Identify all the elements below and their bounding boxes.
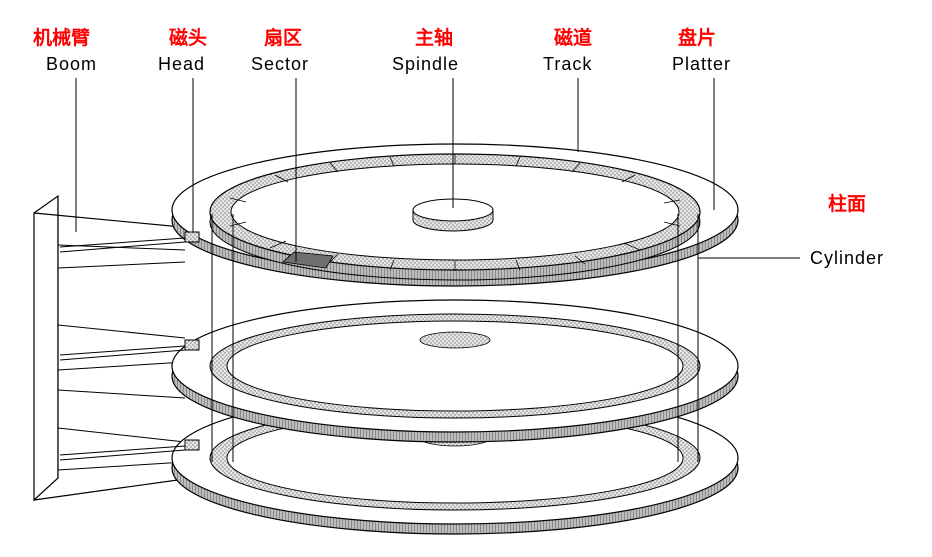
boom-cn-label: 机械臂 [33,26,90,49]
head-en-label: Head [158,54,205,74]
leader-lines [75,78,800,262]
head-assembly [59,231,200,461]
track-cn-label: 磁道 [554,26,592,49]
spindle-cn-label: 主轴 [415,26,453,49]
spindle-hub [412,198,494,232]
spindle-en-label: Spindle [392,54,459,74]
cylinder-lines [211,214,699,462]
sector-dividers [229,154,681,271]
sector-en-label: Sector [251,54,309,74]
platter-en-label: Platter [672,54,731,74]
sector-cn-label: 扇区 [264,26,302,49]
cylinder-cn-label: 柱面 [828,192,866,215]
boom-assembly [33,194,193,502]
track-en-label: Track [543,54,592,74]
platter-middle [171,299,739,443]
boom-en-label: Boom [46,54,97,74]
cylinder-en-label: Cylinder [810,248,884,268]
head-cn-label: 磁头 [169,26,207,49]
platter-cn-label: 盘片 [678,26,716,49]
